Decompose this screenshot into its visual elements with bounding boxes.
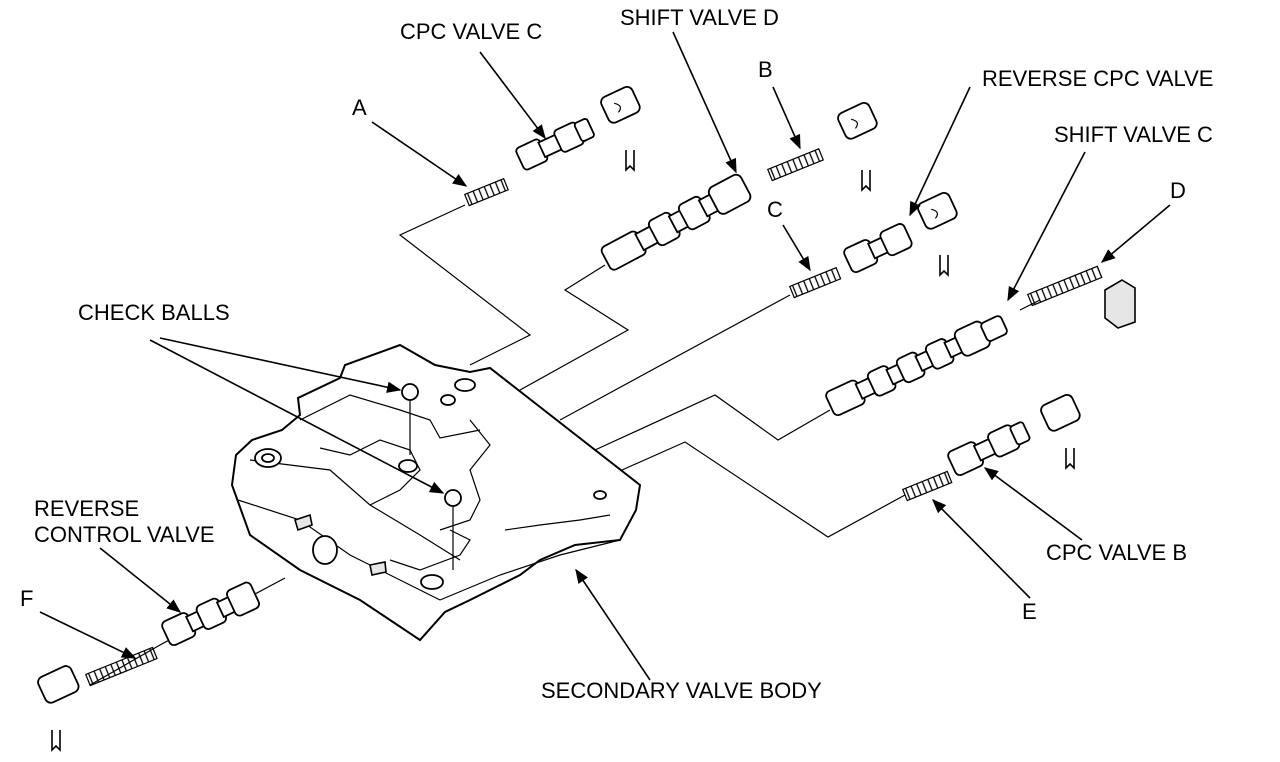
reverse-cpc-valve	[843, 223, 913, 274]
spring-a	[463, 177, 509, 207]
cpc-valve-b	[947, 421, 1031, 477]
label-a: A	[352, 95, 367, 120]
label-d: D	[1170, 178, 1186, 203]
label-shift-valve-c: SHIFT VALVE C	[1054, 122, 1213, 147]
clip-reverse-cpc	[939, 255, 949, 277]
label-check-balls: CHECK BALLS	[78, 300, 230, 325]
spring-b	[766, 148, 825, 182]
clip-f	[51, 730, 61, 752]
plug-b	[837, 102, 878, 140]
clip-b	[861, 170, 871, 192]
retainer-plate-d	[1104, 279, 1136, 329]
label-secondary-valve-body: SECONDARY VALVE BODY	[541, 678, 822, 703]
reverse-control-valve	[161, 581, 260, 647]
label-reverse-control-valve-line1: REVERSE	[34, 496, 139, 521]
label-reverse-control-valve-line2: CONTROL VALVE	[34, 522, 215, 547]
label-shift-valve-d: SHIFT VALVE D	[620, 5, 779, 30]
cpc-valve-c	[515, 118, 595, 171]
clip-cpc-c	[625, 150, 635, 172]
label-cpc-valve-c: CPC VALVE C	[400, 19, 542, 44]
plug-cpc-c	[600, 86, 641, 124]
leader-arrows	[39, 31, 1171, 681]
shift-valve-c	[825, 315, 1008, 417]
label-cpc-valve-b: CPC VALVE B	[1046, 540, 1187, 565]
spring-f	[84, 646, 158, 687]
label-b: B	[758, 57, 773, 82]
check-balls	[401, 383, 462, 570]
clip-cpc-b	[1065, 448, 1075, 470]
spring-c	[788, 266, 842, 299]
label-f: F	[20, 586, 33, 611]
spring-d	[1026, 265, 1103, 307]
shift-valve-d	[600, 173, 752, 271]
plug-f	[37, 665, 80, 704]
assembly-lines	[89, 204, 1041, 686]
label-e: E	[1022, 599, 1037, 624]
spring-e	[901, 470, 953, 502]
label-c: C	[767, 197, 783, 222]
plug-reverse-cpc	[917, 192, 958, 230]
secondary-valve-body	[230, 343, 642, 642]
label-reverse-cpc-valve: REVERSE CPC VALVE	[982, 66, 1213, 91]
plug-cpc-b	[1040, 394, 1081, 432]
